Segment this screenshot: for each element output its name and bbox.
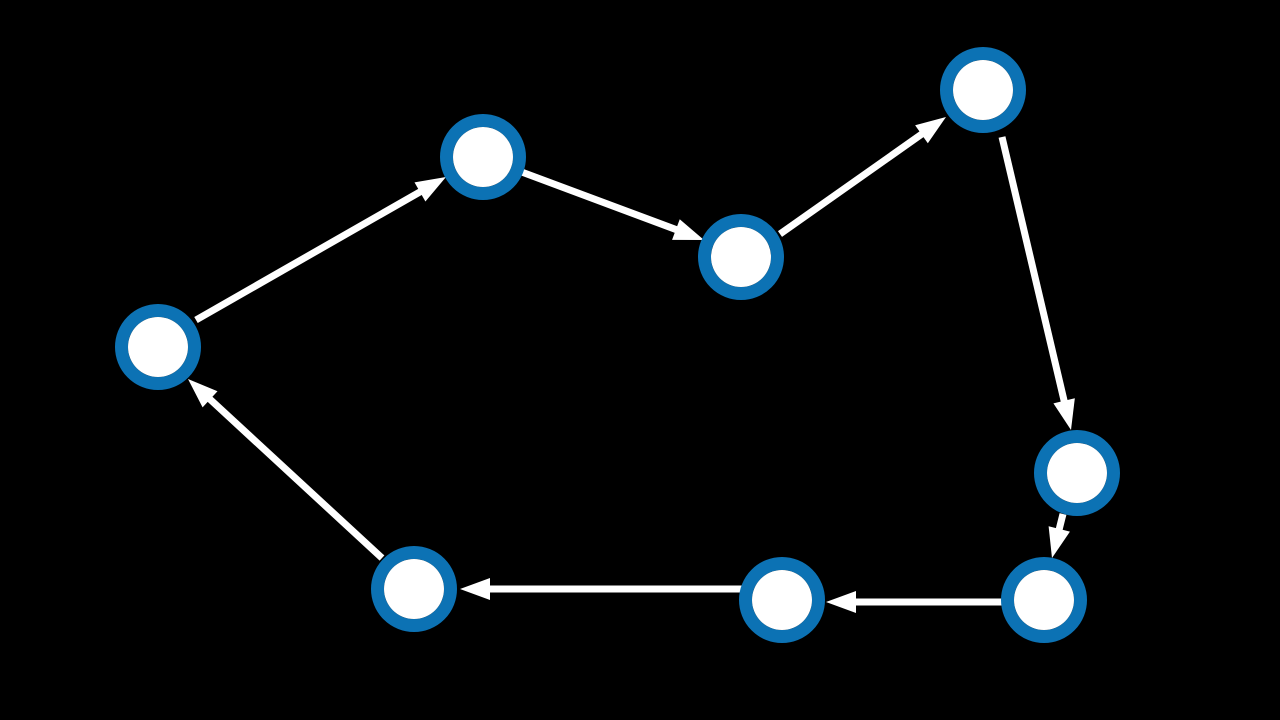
graph-edge[interactable] xyxy=(826,591,1005,613)
edge-shaft xyxy=(998,136,1068,404)
graph-node[interactable] xyxy=(739,557,825,643)
graph-node[interactable] xyxy=(940,47,1026,133)
edge-shaft xyxy=(777,130,926,237)
node-fill xyxy=(953,60,1013,120)
arrow-head-icon xyxy=(414,177,446,202)
edge-shaft xyxy=(517,167,679,234)
graph-edge[interactable] xyxy=(188,379,385,561)
graph-edge[interactable] xyxy=(460,578,745,600)
node-fill xyxy=(128,317,188,377)
arrow-head-icon xyxy=(188,379,218,408)
node-ring xyxy=(440,114,526,200)
arrow-head-icon xyxy=(826,591,856,613)
nodes-layer xyxy=(115,47,1120,643)
arrow-head-icon xyxy=(460,578,490,600)
node-ring xyxy=(1034,430,1120,516)
edge-shaft xyxy=(206,395,385,561)
node-fill xyxy=(752,570,812,630)
node-ring xyxy=(940,47,1026,133)
edges-layer xyxy=(188,117,1075,613)
node-ring xyxy=(371,546,457,632)
edge-shaft xyxy=(1055,513,1067,532)
node-ring xyxy=(115,304,201,390)
node-fill xyxy=(453,127,513,187)
graph-node[interactable] xyxy=(698,214,784,300)
arrow-head-icon xyxy=(672,219,704,240)
node-fill xyxy=(1014,570,1074,630)
node-fill xyxy=(384,559,444,619)
graph-edge[interactable] xyxy=(777,117,946,237)
graph-node[interactable] xyxy=(1034,430,1120,516)
graph-edge[interactable] xyxy=(517,167,704,240)
edge-shaft xyxy=(194,187,424,324)
node-ring xyxy=(1001,557,1087,643)
graph-node[interactable] xyxy=(1001,557,1087,643)
graph-node[interactable] xyxy=(115,304,201,390)
graph-node[interactable] xyxy=(371,546,457,632)
graph-edge[interactable] xyxy=(1048,513,1070,558)
arrow-head-icon xyxy=(1048,526,1070,558)
graph-edge[interactable] xyxy=(194,177,446,324)
node-ring xyxy=(739,557,825,643)
node-ring xyxy=(698,214,784,300)
graph-node[interactable] xyxy=(440,114,526,200)
arrow-head-icon xyxy=(1053,398,1075,430)
node-fill xyxy=(711,227,771,287)
arrow-head-icon xyxy=(915,117,946,144)
node-fill xyxy=(1047,443,1107,503)
graph-edge[interactable] xyxy=(998,136,1075,430)
